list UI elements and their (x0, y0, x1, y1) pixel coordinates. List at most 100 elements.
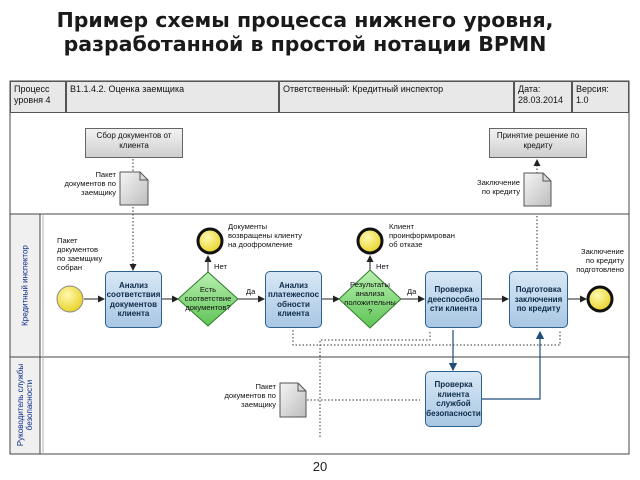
title-line-2: разработанной в простой нотации BPMN (63, 32, 547, 56)
task-t2-line: обности (277, 299, 310, 309)
header-level-line2: уровня 4 (14, 95, 51, 105)
header-process-text: В1.1.4.2. Оценка заемщика (70, 84, 185, 94)
lane-header-column (9, 213, 41, 455)
doc-informed-2: проинформирован (389, 231, 455, 240)
task-t2-line: платежеспос (267, 290, 320, 299)
flow-label-yes-2: Да (407, 287, 417, 296)
header-version-value: 1.0 (576, 95, 589, 105)
task-t1-line: клиента (117, 309, 150, 318)
doc-returned-3: на доофромление (228, 240, 293, 249)
task-t3-line: дееспособно (427, 294, 480, 304)
document-icon-package-top (119, 171, 149, 206)
document-icon-conclusion (523, 172, 552, 207)
header-version: Версия: 1.0 (572, 81, 629, 113)
task-t4-line: Подготовка (515, 285, 562, 295)
gateway-g2-line: положительны (344, 298, 396, 307)
gateway-g2-line: Результаты (350, 280, 390, 289)
task-t1-line: документов (109, 299, 158, 309)
doc-pkg-bottom-3: заемщику (241, 400, 276, 409)
task-t5-line: Проверка (434, 380, 473, 389)
gateway-g2-line: анализа (355, 289, 385, 298)
task-security-check[interactable]: Проверка клиента службой безопасности (425, 371, 482, 427)
header-date: Дата: 28.03.2014 (514, 81, 572, 113)
doc-label-informed: Клиент проинформирован об отказе (389, 222, 455, 249)
gateway-label-documents: Есть соответствие документов? (184, 285, 232, 312)
doc-informed-1: Клиент (389, 222, 414, 231)
gateway-results-positive (338, 269, 402, 329)
doc-conclusion-end-2: по кредиту (585, 256, 624, 265)
task-t4-line: по кредиту (516, 304, 561, 314)
doc-label-package-collected: Пакет документов по заемщику собран (57, 236, 102, 272)
task-prepare-conclusion[interactable]: Подготовка заключения по кредиту (509, 271, 568, 328)
task-t1-line: Анализ (118, 280, 149, 290)
header-responsible-text: Ответственный: Кредитный инспектор (283, 84, 444, 94)
end-event-informed (356, 227, 384, 255)
doc-returned-2: возвращены клиенту (228, 231, 303, 240)
task-t4-line: заключения (514, 294, 563, 304)
title-line-1: Пример схемы процесса нижнего уровня, (56, 8, 554, 32)
header-date-value: 28.03.2014 (518, 95, 564, 105)
lane-label-security-line1: Руководитель службы (16, 363, 25, 447)
header-level: Процесс уровня 4 (10, 81, 66, 113)
header-responsible: Ответственный: Кредитный инспектор (279, 81, 514, 113)
slide-title: Пример схемы процесса нижнего уровня, ра… (0, 8, 610, 56)
task-t5-line: службой (436, 399, 471, 408)
doc-pkg-collected-2: документов (57, 245, 99, 254)
doc-pkg-collected-1: Пакет (57, 236, 78, 245)
doc-conclusion-top-1: Заключение (476, 178, 520, 187)
external-decision-line1: Принятие решение по (496, 131, 580, 140)
task-t3-line: сти клиента (429, 304, 478, 314)
gateway-g1-line: соответствие (184, 294, 232, 303)
page-number: 20 (312, 459, 328, 474)
doc-pkg-collected-3: по заемщику (57, 254, 103, 263)
doc-returned-1: Документы (228, 222, 268, 231)
end-event-returned (196, 227, 224, 255)
doc-pkg-bottom-1: Пакет (255, 382, 276, 391)
task-solvency-analysis[interactable]: Анализ платежеспос обности клиента (265, 271, 322, 328)
lane-label-security-line2: безопасности (25, 379, 34, 431)
flow-label-no-2: Нет (376, 262, 389, 271)
doc-conclusion-end-1: Заключение (580, 247, 624, 256)
gateway-documents-match (177, 271, 239, 327)
task-t3-line: Проверка (434, 285, 473, 295)
task-capacity-check[interactable]: Проверка дееспособно сти клиента (425, 271, 482, 328)
task-t5-line: безопасности (426, 408, 481, 418)
doc-conclusion-top-2: по кредиту (481, 187, 520, 196)
external-collect-documents[interactable]: Сбор документов от клиента (85, 128, 183, 158)
header-process: В1.1.4.2. Оценка заемщика (66, 81, 279, 113)
lane-label-security-head: Руководитель службы безопасности (16, 355, 34, 455)
external-collect-line2: клиента (119, 140, 149, 150)
gateway-label-results: Результаты анализа положительны ? (342, 280, 398, 316)
flow-label-no-1: Нет (214, 262, 227, 271)
doc-label-conclusion-top: Заключение по кредиту (468, 178, 520, 196)
doc-pkg-top-1: Пакет (95, 170, 116, 179)
end-event-conclusion (586, 285, 614, 313)
gateway-g1-line: документов? (185, 303, 231, 312)
doc-conclusion-end-3: подготовлено (576, 265, 624, 274)
task-t1-line: соответствия (106, 290, 161, 299)
doc-pkg-collected-4: собран (57, 263, 83, 272)
document-icon-package-bottom (279, 382, 307, 418)
doc-label-package-top: Пакет документов по заемщику (58, 170, 116, 197)
task-t2-line: Анализ (278, 280, 309, 290)
external-decision-line2: кредиту (523, 140, 553, 150)
doc-label-returned: Документы возвращены клиенту на доофромл… (228, 222, 302, 249)
doc-pkg-top-2: документов по (64, 179, 116, 188)
doc-informed-3: об отказе (389, 240, 423, 249)
header-date-label: Дата: (518, 84, 541, 94)
task-document-analysis[interactable]: Анализ соответствия документов клиента (105, 271, 162, 328)
header-version-label: Версия: (576, 84, 609, 94)
gateway-g2-line: ? (367, 307, 373, 316)
task-t5-line: клиента (437, 389, 470, 399)
task-t2-line: клиента (277, 309, 310, 318)
doc-label-conclusion-end: Заключение по кредиту подготовлено (568, 247, 624, 274)
doc-pkg-bottom-2: документов по (224, 391, 276, 400)
header-level-line1: Процесс (14, 84, 50, 94)
start-event (56, 285, 84, 313)
doc-pkg-top-3: заемщику (81, 188, 116, 197)
external-credit-decision[interactable]: Принятие решение по кредиту (489, 128, 587, 158)
lane-label-credit-inspector: Кредитный инспектор (20, 245, 30, 326)
flow-label-yes-1: Да (246, 287, 256, 296)
doc-label-package-bottom: Пакет документов по заемщику (214, 382, 276, 409)
